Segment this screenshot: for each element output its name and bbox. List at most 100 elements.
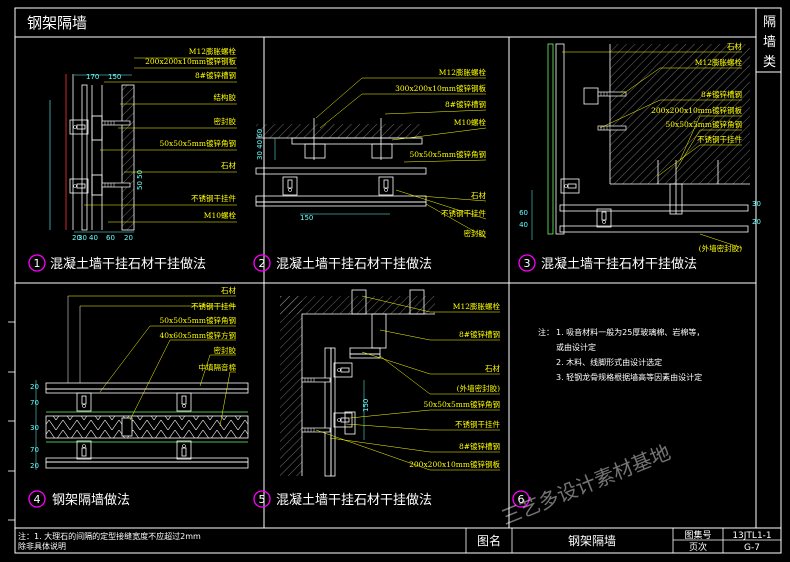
- notes-item: 2. 木料、线脚形式由设计选定: [556, 357, 662, 367]
- page-title: 钢架隔墙: [27, 14, 87, 32]
- panel-6-number-circle: [512, 490, 530, 508]
- panel-1-number-circle: [28, 254, 46, 272]
- panel-2-label: 8#镀锌槽钢: [445, 99, 486, 109]
- dim-label: 40: [519, 221, 528, 229]
- panel-1-number: 1: [34, 257, 41, 270]
- panel-1-label: 8#镀锌槽钢: [195, 70, 236, 80]
- panel-1-label: M10螺栓: [204, 210, 237, 220]
- panel-3-label: 200x200x10mm镀锌钢板: [651, 105, 742, 115]
- panel-1-label: 石材: [221, 160, 236, 170]
- footer-note-2: 除非具体说明: [18, 541, 66, 551]
- drawing-name-label: 图名: [477, 533, 501, 548]
- panel-3-label: (外墙密封胶): [699, 243, 742, 253]
- panel-2-label: M12膨胀螺栓: [439, 67, 487, 77]
- page-label: 页次: [689, 541, 707, 553]
- side-tab-char-3: 类: [763, 55, 776, 70]
- panel-5-caption: 混凝土墙干挂石材干挂做法: [276, 492, 432, 508]
- dim-label: 30: [78, 234, 87, 242]
- panel-4-number: 4: [34, 493, 41, 506]
- panel-2-detail: 150 30 40 60: [255, 118, 427, 222]
- panel-6-number: 6: [518, 493, 525, 506]
- atlas-no: 13JTL1-1: [732, 531, 771, 541]
- panel-3-leaders: [562, 51, 743, 249]
- panel-4-caption: 钢架隔墙做法: [52, 493, 130, 508]
- panel-4-detail: 20 70 30 70 20: [30, 296, 249, 470]
- panel-2-leaders: [315, 77, 487, 239]
- panel-4-leaders: [68, 295, 236, 427]
- side-tab-char-2: 墙: [763, 35, 776, 50]
- dim-label: 70: [30, 399, 39, 407]
- side-tab-char-1: 隔: [763, 15, 776, 30]
- panel-3-number: 3: [524, 257, 531, 270]
- panel-2-label: 50x50x5mm镀锌角钢: [409, 149, 486, 159]
- panel-1-label: 200x200x10mm镀锌钢板: [145, 56, 236, 66]
- watermark: 三艺多设计素材基地: [498, 440, 674, 530]
- panel-5-label: M12膨胀螺栓: [453, 301, 501, 311]
- dim-label: 20: [72, 234, 81, 242]
- panel-1-caption: 混凝土墙干挂石材干挂做法: [50, 256, 206, 272]
- svg-text:50 50: 50 50: [136, 170, 144, 190]
- dim-label: 20: [30, 383, 39, 391]
- panel-1-label: 不锈钢干挂件: [191, 193, 236, 203]
- panel-4-label: 不锈钢干挂件: [191, 301, 236, 311]
- panel-2-label: 不锈钢干挂件: [441, 208, 486, 218]
- dim-label: 20: [30, 462, 39, 470]
- panel-3-caption: 混凝土墙干挂石材干挂做法: [541, 256, 697, 272]
- panel-2-label: 300x200x10mm镀锌钢板: [395, 83, 486, 93]
- dim-label: 40: [89, 234, 98, 242]
- panel-1-label: 50x50x5mm镀锌角钢: [159, 138, 236, 148]
- notes-prefix: 注：: [538, 327, 554, 337]
- atlas-no-label: 图集号: [684, 529, 711, 541]
- panel-3-number-circle: [518, 254, 536, 272]
- panel-2-label: M10螺栓: [454, 117, 487, 127]
- page-no: G-7: [744, 543, 760, 553]
- notes-item: 或由设计定: [556, 342, 596, 352]
- panel-4-label: 中填隔音棉: [199, 362, 237, 372]
- dim-label: 30: [30, 424, 39, 432]
- panel-2-number: 2: [259, 257, 266, 270]
- panel-4-label: 40x60x5mm镀锌方钢: [159, 330, 236, 340]
- panel-2-label: 石材: [471, 190, 486, 200]
- panel-5-number-circle: [253, 490, 271, 508]
- panel-5-label: 8#镀锌槽钢: [459, 329, 500, 339]
- panel-5-label: 8#镀锌槽钢: [459, 441, 500, 451]
- panel-2-number-circle: [253, 254, 271, 272]
- dim-label: 150: [362, 399, 370, 412]
- panel-3-label: 8#镀锌槽钢: [701, 89, 742, 99]
- panel-5-label: 石材: [485, 363, 500, 373]
- panel-5-label: 不锈钢干挂件: [455, 419, 500, 429]
- panel-3-label: 50x50x5mm镀锌角钢: [665, 119, 742, 129]
- footer-note-1: 注：1. 大理石的间隔的定型接缝宽度不应超过2mm: [18, 531, 201, 541]
- panel-2-caption: 混凝土墙干挂石材干挂做法: [276, 256, 432, 272]
- dim-label: 60: [519, 209, 528, 217]
- dim-label: 30: [752, 200, 761, 208]
- dim-label: 170: [86, 73, 99, 81]
- panel-5-number: 5: [259, 493, 266, 506]
- drawing-name: 钢架隔墙: [568, 534, 616, 548]
- panel-5-label: (外墙密封胶): [457, 383, 500, 393]
- notes-item: 3. 轻钢龙骨规格根据墙高等因素由设计定: [556, 372, 702, 382]
- panel-3-detail: 60 40 30 20: [519, 43, 761, 240]
- panel-1-leaders: [84, 57, 237, 223]
- panel-2-label: 密封胶: [464, 228, 487, 238]
- dim-label: 150: [108, 73, 121, 81]
- panel-1-label: M12膨胀螺栓: [189, 46, 237, 56]
- dim-label: 20: [752, 218, 761, 226]
- panel-5-label: 50x50x5mm镀锌角钢: [423, 399, 500, 409]
- dim-label: 60: [106, 234, 115, 242]
- outer-frame: [14, 7, 782, 554]
- dim-label: 20: [124, 234, 133, 242]
- panel-3-label: M12膨胀螺栓: [695, 57, 743, 67]
- svg-text:30 40 60: 30 40 60: [256, 129, 264, 160]
- panel-4-label: 密封胶: [214, 345, 237, 355]
- panel-1-label: 结构胶: [214, 92, 237, 102]
- panel-5-label: 200x200x10mm镀锌钢板: [409, 459, 500, 469]
- panel-3-label: 不锈钢干挂件: [697, 134, 742, 144]
- panel-5-detail: 150: [280, 289, 435, 477]
- panel-3-label: 石材: [727, 41, 742, 51]
- dim-label: 150: [300, 214, 313, 222]
- panel-1-label: 密封胶: [214, 116, 237, 126]
- panel-4-label: 50x50x5mm镀锌角钢: [159, 315, 236, 325]
- panel-4-label: 石材: [221, 285, 236, 295]
